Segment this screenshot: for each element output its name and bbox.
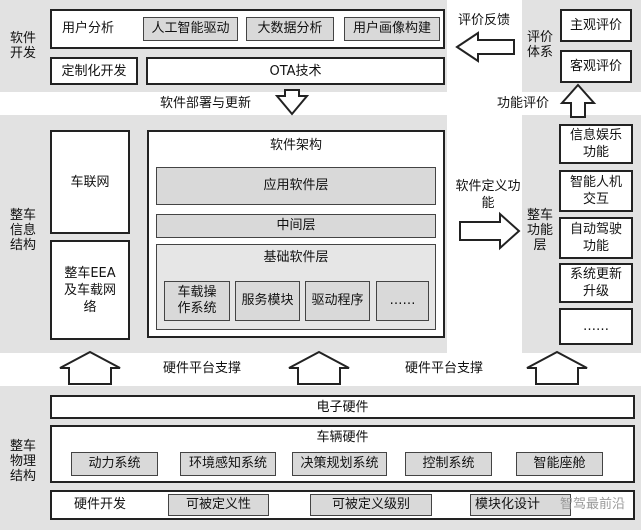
autonomous-driving-box: 自动驾驶功能: [559, 217, 633, 259]
perception-system-box: 环境感知系统: [180, 452, 276, 476]
objective-eval-box: 客观评价: [560, 50, 632, 83]
functional-eval-arrow: [559, 83, 597, 118]
driver-box: 驱动程序: [305, 281, 370, 321]
service-module-box: 服务模块: [235, 281, 300, 321]
eval-system-label-text: 评价体系: [526, 30, 553, 60]
user-analysis-label: 用户分析: [62, 21, 115, 36]
infotainment-box: 信息娱乐功能: [559, 124, 633, 164]
software-defined-label: 软件定义功能: [455, 179, 521, 211]
big-data-box: 大数据分析: [246, 17, 334, 41]
info-structure-label-text: 整车信息结构: [9, 207, 36, 253]
evaluation-feedback-label: 评价反馈: [458, 13, 511, 28]
hw-support-label-left: 硬件平台支撑: [163, 361, 242, 376]
hmi-box: 智能人机交互: [559, 170, 633, 212]
hw-support-label-right: 硬件平台支撑: [405, 361, 484, 376]
system-update-box: 系统更新升级: [559, 263, 633, 303]
ota-box: OTA技术: [146, 57, 445, 85]
watermark-text: 智驾最前沿: [560, 497, 626, 512]
hw-support-arrow-3: [526, 350, 588, 385]
decision-planning-box: 决策规划系统: [292, 452, 387, 476]
definability-level-box: 可被定义级别: [310, 494, 432, 516]
physical-structure-label: 整车物理结构: [8, 400, 38, 522]
middle-layer-box: 中间层: [156, 214, 436, 238]
deployment-update-label: 软件部署与更新: [160, 96, 252, 111]
powertrain-box: 动力系统: [71, 452, 158, 476]
deployment-arrow: [274, 89, 310, 116]
definability-box: 可被定义性: [168, 494, 269, 516]
smart-cockpit-box: 智能座舱: [516, 452, 603, 476]
user-profile-box: 用户画像构建: [344, 17, 440, 41]
custom-dev-box: 定制化开发: [50, 57, 138, 85]
control-system-box: 控制系统: [405, 452, 492, 476]
eea-box: 整车EEA及车载网络: [50, 240, 130, 340]
software-defined-arrow: [459, 211, 521, 251]
ai-driven-box: 人工智能驱动: [143, 17, 238, 41]
software-architecture-title: 软件架构: [269, 138, 322, 153]
software-dev-label: 软件开发: [8, 8, 38, 84]
base-layer-more-box: ……: [376, 281, 429, 321]
electronic-hardware-box: 电子硬件: [50, 395, 635, 419]
hw-support-arrow-2: [288, 350, 350, 385]
function-layer-label: 整车功能层: [526, 180, 554, 280]
info-structure-label: 整车信息结构: [8, 170, 38, 290]
iov-box: 车联网: [50, 130, 130, 234]
modular-design-box: 模块化设计: [470, 494, 571, 516]
base-layer-title: 基础软件层: [263, 250, 329, 265]
function-more-box: ……: [559, 308, 633, 345]
functional-evaluation-label: 功能评价: [497, 96, 550, 111]
hw-support-arrow-1: [59, 350, 121, 385]
hardware-dev-title: 硬件开发: [74, 497, 127, 512]
application-layer-box: 应用软件层: [156, 167, 436, 205]
eval-system-label: 评价体系: [526, 10, 554, 80]
software-dev-label-text: 软件开发: [9, 31, 36, 61]
vehicle-hardware-title: 车辆硬件: [316, 430, 369, 445]
subjective-eval-box: 主观评价: [560, 9, 632, 42]
function-layer-label-text: 整车功能层: [526, 207, 553, 253]
physical-structure-label-text: 整车物理结构: [9, 438, 36, 484]
feedback-arrow: [455, 31, 515, 63]
vehicle-os-box: 车载操作系统: [164, 281, 230, 321]
